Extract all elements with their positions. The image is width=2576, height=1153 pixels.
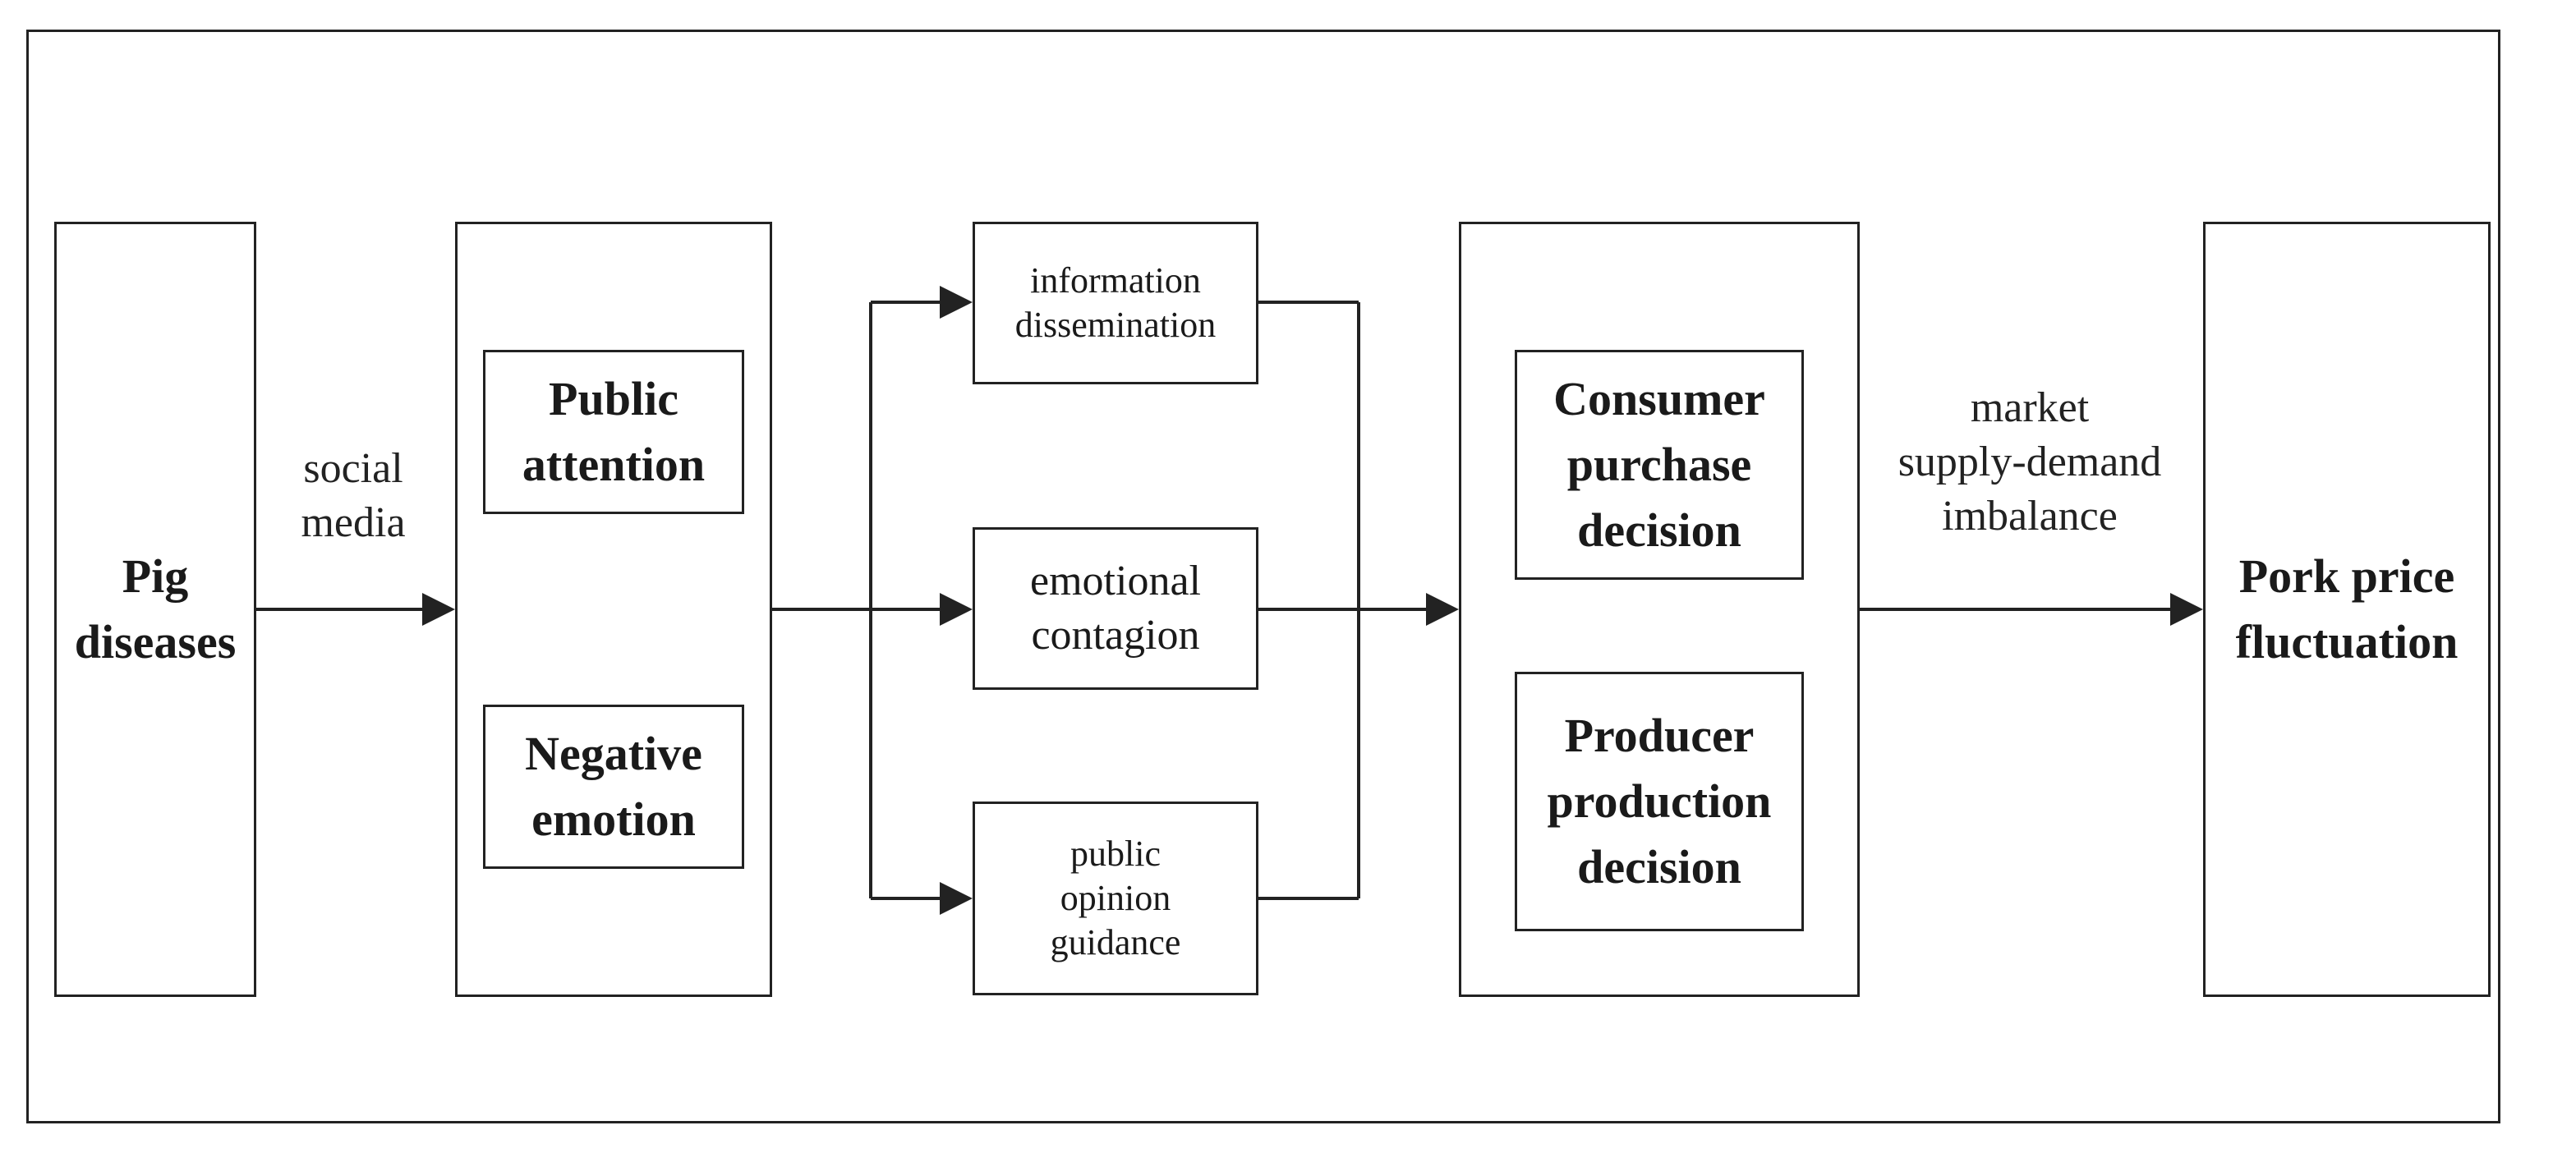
node-negative-emotion: Negative emotion [483,705,744,869]
node-pig-diseases: Pig diseases [54,222,256,997]
pork-price-fluctuation-label: Pork price fluctuation [2235,549,2459,668]
emotional-contagion-label: emotional contagion [1030,558,1201,659]
node-public-attention: Public attention [483,350,744,514]
negative-emotion-label: Negative emotion [525,727,702,846]
public-attention-label: Public attention [522,372,706,491]
public-opinion-guidance-label: public opinion guidance [1050,834,1181,962]
information-dissemination-label: information dissemination [1014,260,1217,345]
node-consumer-purchase-decision: Consumer purchase decision [1515,350,1804,580]
node-emotional-contagion: emotional contagion [973,527,1258,690]
node-information-dissemination: information dissemination [973,222,1258,384]
container-public-response [455,222,772,997]
diagram-frame [26,30,2500,1123]
pig-diseases-label: Pig diseases [74,549,237,668]
consumer-purchase-decision-label: Consumer purchase decision [1553,372,1765,557]
node-public-opinion-guidance: public opinion guidance [973,802,1258,995]
producer-production-decision-label: Producer production decision [1547,709,1772,893]
node-producer-production-decision: Producer production decision [1515,672,1804,931]
node-pork-price-fluctuation: Pork price fluctuation [2203,222,2491,997]
edge-label-market-imbalance: market supply-demand imbalance [1898,384,2162,540]
edge-label-social-media: social media [301,445,406,546]
